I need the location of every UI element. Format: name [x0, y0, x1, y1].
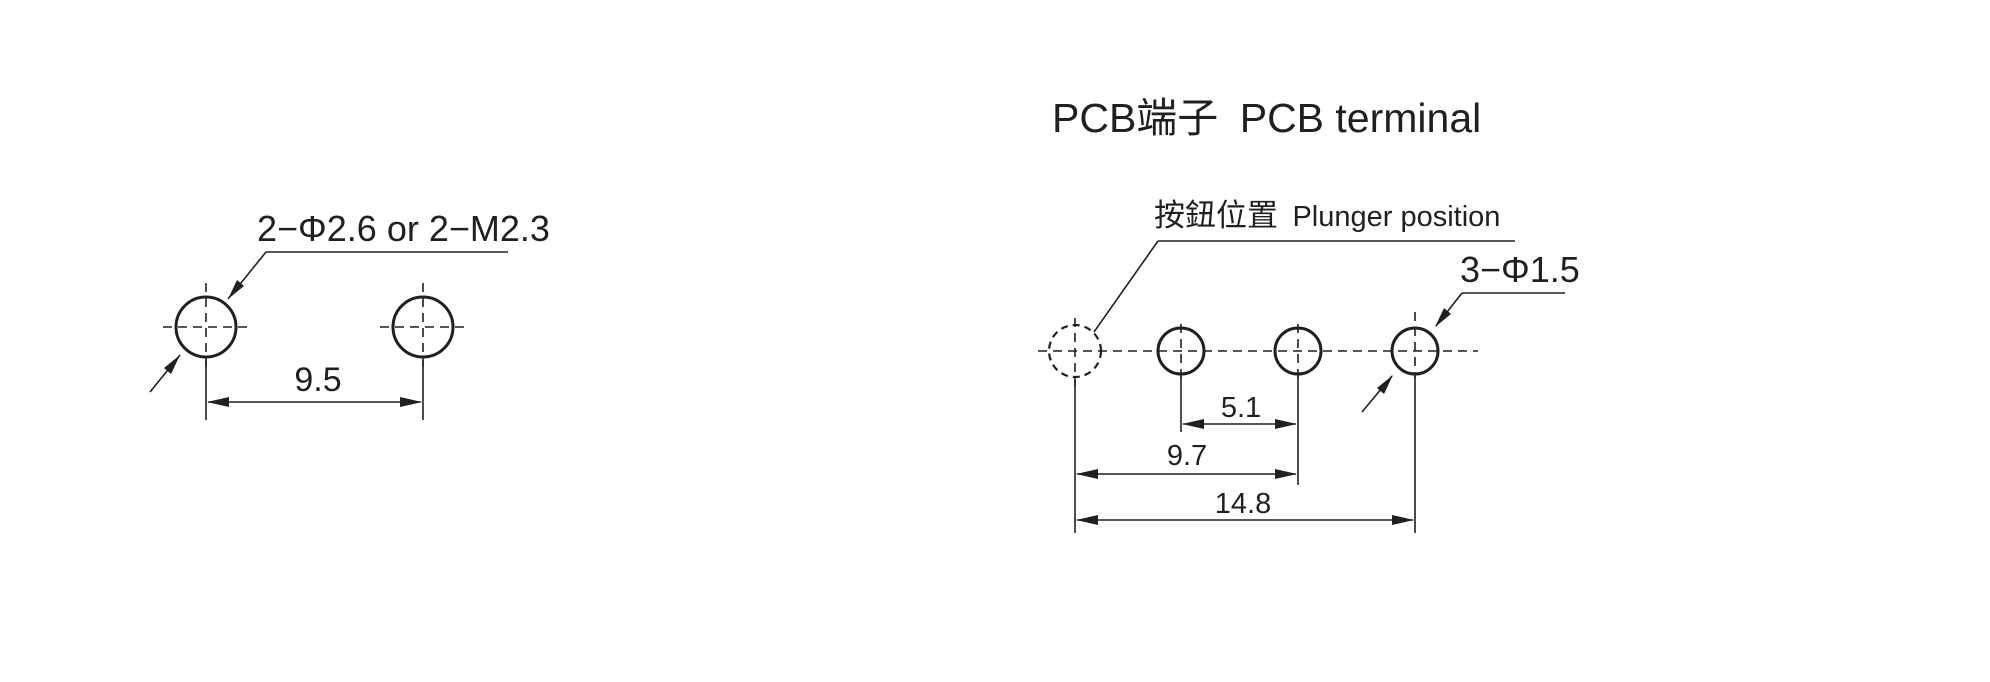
plunger-label: 按鈕位置 Plunger position: [1154, 198, 1500, 234]
left-hole-1: [163, 283, 250, 372]
right-view-pcb-terminal: 按鈕位置 Plunger position 3−Φ1.5 5.1: [1038, 198, 1580, 533]
terminal-hole-3: [1390, 312, 1440, 378]
terminal-hole-2: [1273, 324, 1323, 378]
plunger-position-marker: [1047, 318, 1103, 386]
terminal-diameter-leader: [1361, 292, 1565, 413]
dimension-5-1-label: 5.1: [1221, 392, 1261, 424]
left-diameter-leader: [149, 251, 508, 393]
page-title: PCB端子 PCB terminal: [1052, 95, 1481, 141]
plunger-label-cn: 按鈕位置: [1154, 198, 1278, 234]
title-prefix: PCB端子: [1052, 95, 1218, 141]
title-suffix: PCB terminal: [1240, 95, 1482, 141]
left-hole-callout: 2−Φ2.6 or 2−M2.3: [257, 208, 550, 249]
terminal-hole-callout: 3−Φ1.5: [1460, 249, 1580, 290]
left-pitch-label: 9.5: [294, 361, 341, 399]
dimension-9-7: [1076, 469, 1297, 479]
dimension-5-1: [1182, 419, 1297, 429]
dimension-9-7-label: 9.7: [1167, 440, 1207, 472]
dimension-extension-lines: [1074, 376, 1416, 533]
left-pitch-dimension: [205, 360, 424, 420]
terminal-hole-1: [1156, 324, 1206, 378]
left-view-mounting-holes: 2−Φ2.6 or 2−M2.3 9.5: [149, 208, 550, 420]
plunger-label-en: Plunger position: [1292, 201, 1500, 233]
dimension-14-8: [1076, 515, 1414, 525]
dimension-14-8-label: 14.8: [1215, 488, 1271, 520]
left-hole-2: [380, 283, 466, 372]
plunger-leader: [1093, 240, 1515, 333]
